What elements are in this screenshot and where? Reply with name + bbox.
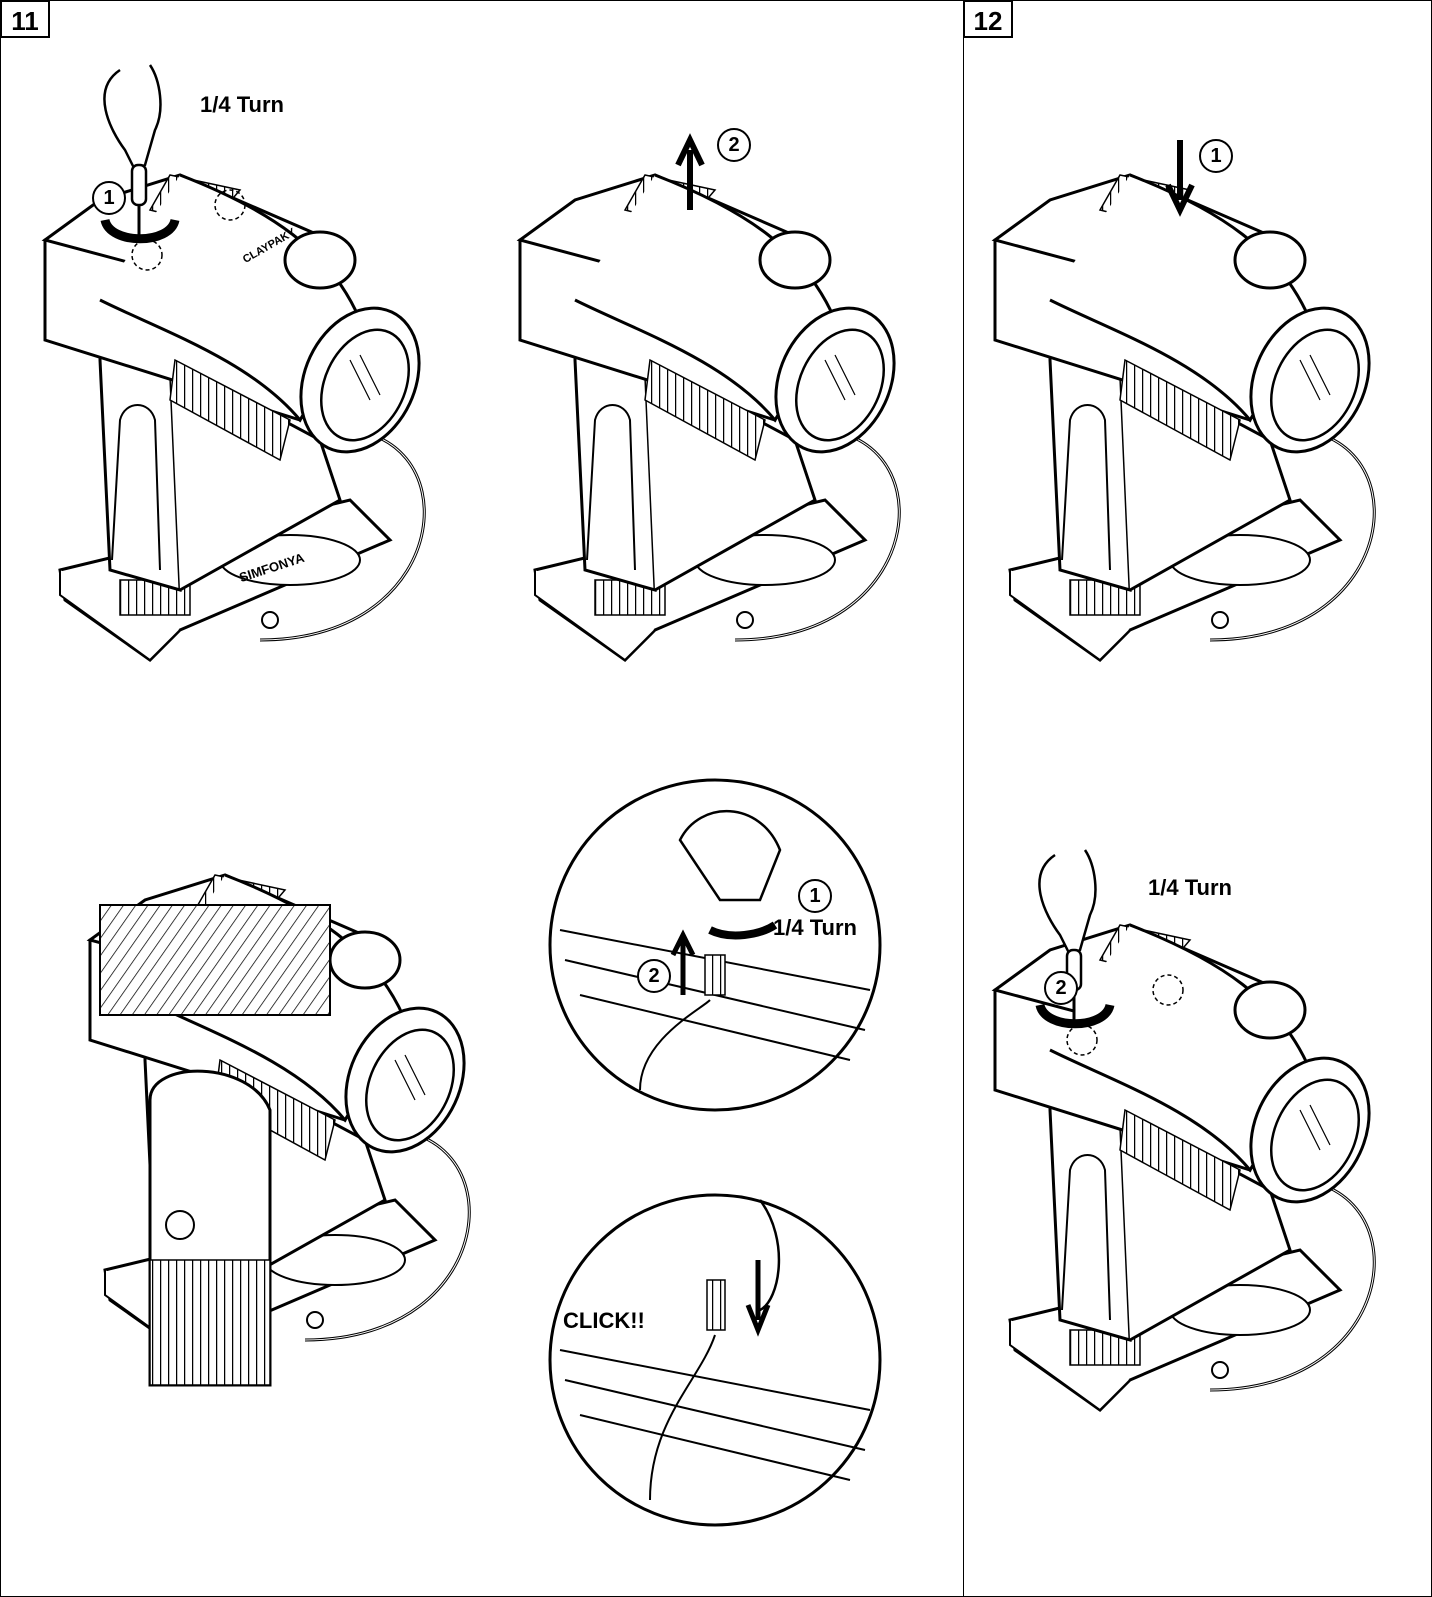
fixture-open-cover-removed bbox=[88, 873, 489, 1387]
zoom-detail-unlock bbox=[548, 778, 882, 1112]
fixture-screw-back bbox=[993, 850, 1394, 1412]
callout-1-lower: 1 bbox=[1199, 139, 1233, 173]
quarter-turn-label-step12: 1/4 Turn bbox=[1148, 875, 1232, 900]
click-label: CLICK!! bbox=[563, 1308, 645, 1333]
quarter-turn-label-zoom: 1/4 Turn bbox=[773, 915, 857, 940]
step-11-badge: 11 bbox=[0, 0, 50, 38]
fixture-lift-cover bbox=[518, 133, 919, 662]
fixture-lower-cover bbox=[993, 140, 1394, 662]
callout-2-screw: 2 bbox=[1044, 971, 1078, 1005]
callout-1-zoom: 1 bbox=[798, 879, 832, 913]
callout-2-zoom: 2 bbox=[637, 959, 671, 993]
callout-1-unscrew: 1 bbox=[92, 181, 126, 215]
zoom-detail-click bbox=[548, 1193, 882, 1527]
step-12-badge: 12 bbox=[963, 0, 1013, 38]
quarter-turn-label-top: 1/4 Turn bbox=[200, 92, 284, 117]
callout-2-lift: 2 bbox=[717, 128, 751, 162]
step-divider bbox=[963, 0, 964, 1597]
fixture-unscrew bbox=[43, 65, 444, 662]
